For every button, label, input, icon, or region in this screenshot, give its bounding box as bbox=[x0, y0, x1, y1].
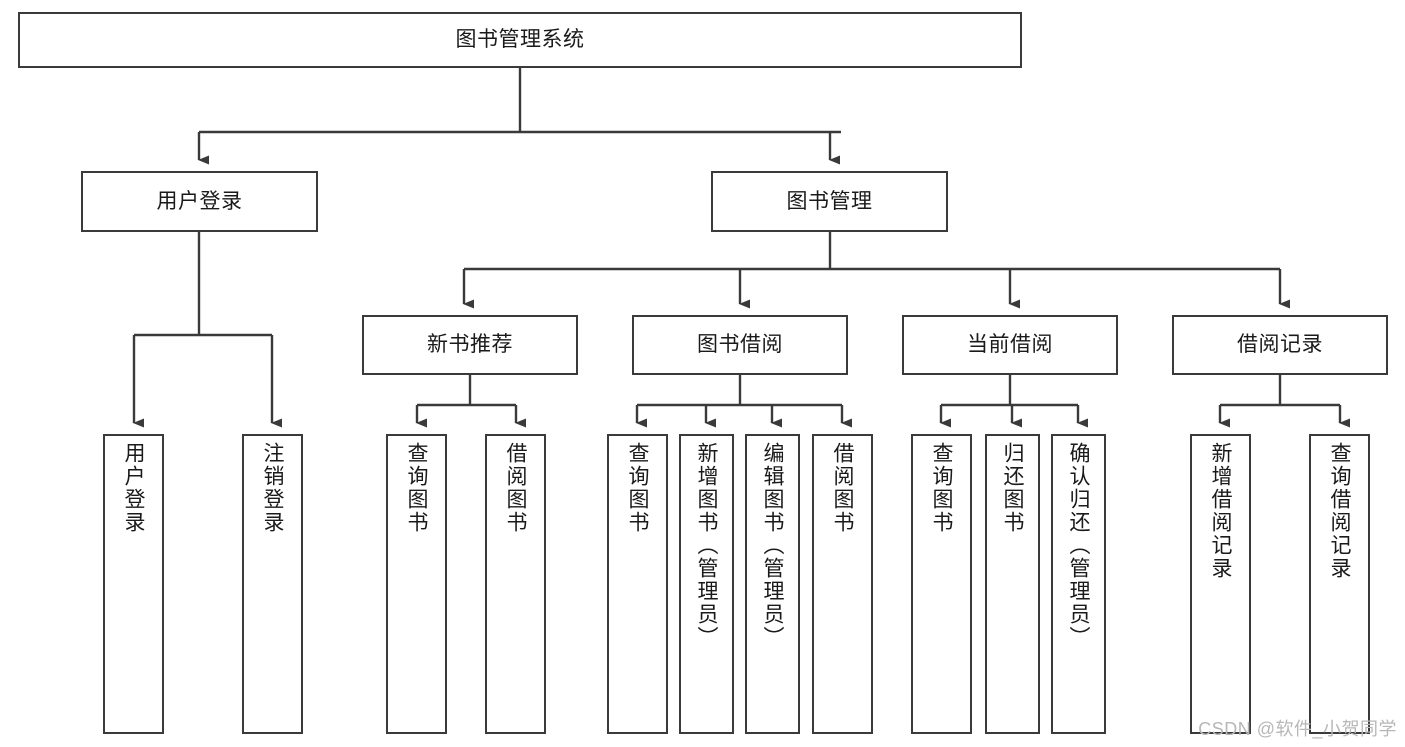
node-leaf-edit-book[interactable]: 编辑图书（管理员） bbox=[745, 434, 800, 734]
node-leaf-query-borrow-record-label: 查询借阅记录 bbox=[1328, 442, 1351, 580]
node-leaf-user-login-label: 用户登录 bbox=[122, 442, 145, 534]
node-leaf-borrow-book-recommend-label: 借阅图书 bbox=[504, 442, 527, 534]
node-current-borrow-label: 当前借阅 bbox=[967, 333, 1053, 357]
node-leaf-query-book-borrow-label: 查询图书 bbox=[626, 442, 649, 534]
node-book-borrow[interactable]: 图书借阅 bbox=[632, 315, 848, 375]
node-leaf-query-book-current-label: 查询图书 bbox=[930, 442, 953, 534]
node-leaf-logout-login-label: 注销登录 bbox=[261, 442, 284, 534]
node-root-label: 图书管理系统 bbox=[455, 28, 585, 52]
node-borrow-record-label: 借阅记录 bbox=[1237, 333, 1323, 357]
node-book-management[interactable]: 图书管理 bbox=[711, 171, 948, 232]
node-leaf-logout-login[interactable]: 注销登录 bbox=[242, 434, 303, 734]
node-leaf-return-book-label: 归还图书 bbox=[1001, 442, 1024, 534]
node-leaf-add-book-label: 新增图书（管理员） bbox=[695, 442, 718, 649]
node-leaf-query-book-recommend[interactable]: 查询图书 bbox=[386, 434, 447, 734]
node-user-login-label: 用户登录 bbox=[156, 189, 243, 213]
node-new-book-recommend-label: 新书推荐 bbox=[427, 333, 513, 357]
node-leaf-add-book[interactable]: 新增图书（管理员） bbox=[679, 434, 734, 734]
node-leaf-borrow-book-recommend[interactable]: 借阅图书 bbox=[485, 434, 546, 734]
node-book-management-label: 图书管理 bbox=[786, 189, 873, 213]
node-leaf-query-book-recommend-label: 查询图书 bbox=[405, 442, 428, 534]
node-user-login[interactable]: 用户登录 bbox=[81, 171, 318, 232]
node-root-system[interactable]: 图书管理系统 bbox=[18, 12, 1022, 68]
node-leaf-return-book[interactable]: 归还图书 bbox=[985, 434, 1040, 734]
node-leaf-confirm-return[interactable]: 确认归还（管理员） bbox=[1051, 434, 1106, 734]
node-current-borrow[interactable]: 当前借阅 bbox=[902, 315, 1118, 375]
node-leaf-query-book-current[interactable]: 查询图书 bbox=[911, 434, 972, 734]
node-leaf-user-login[interactable]: 用户登录 bbox=[103, 434, 164, 734]
node-leaf-query-book-borrow[interactable]: 查询图书 bbox=[607, 434, 668, 734]
node-new-book-recommend[interactable]: 新书推荐 bbox=[362, 315, 578, 375]
node-book-borrow-label: 图书借阅 bbox=[697, 333, 783, 357]
node-leaf-add-borrow-record[interactable]: 新增借阅记录 bbox=[1190, 434, 1251, 734]
node-leaf-borrow-book[interactable]: 借阅图书 bbox=[812, 434, 873, 734]
node-borrow-record[interactable]: 借阅记录 bbox=[1172, 315, 1388, 375]
node-leaf-add-borrow-record-label: 新增借阅记录 bbox=[1209, 442, 1232, 580]
node-leaf-confirm-return-label: 确认归还（管理员） bbox=[1067, 442, 1090, 649]
node-leaf-query-borrow-record[interactable]: 查询借阅记录 bbox=[1309, 434, 1370, 734]
node-leaf-edit-book-label: 编辑图书（管理员） bbox=[761, 442, 784, 649]
node-leaf-borrow-book-label: 借阅图书 bbox=[831, 442, 854, 534]
